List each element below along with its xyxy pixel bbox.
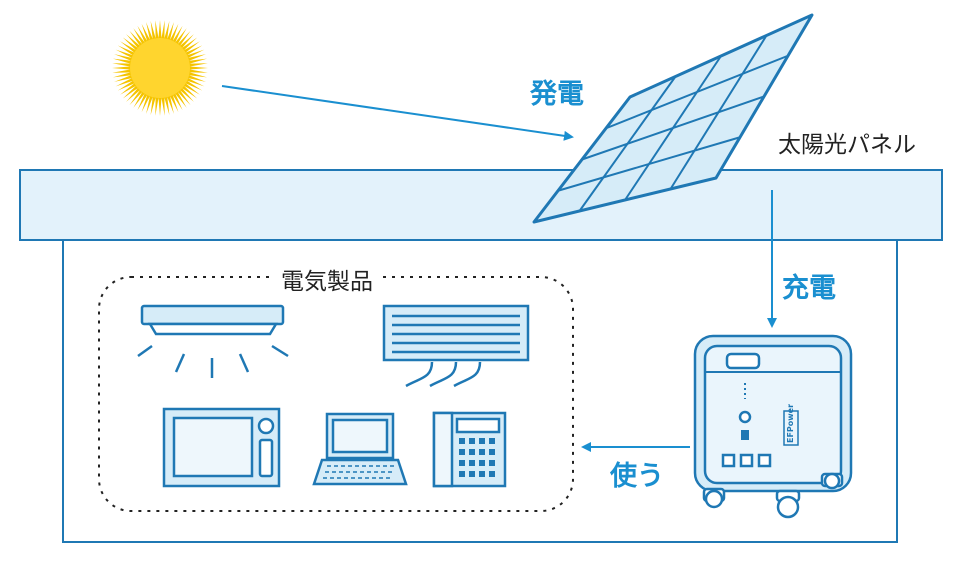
- charge-label: 充電: [782, 266, 836, 305]
- generate-label: 発電: [530, 72, 584, 111]
- sun-icon: [112, 20, 208, 116]
- power-station-brand: EFPower: [786, 404, 795, 443]
- laptop-icon: [314, 414, 406, 484]
- appliances-label: 電気製品: [275, 262, 379, 296]
- house-roof: [20, 170, 942, 240]
- generate-arrow: [222, 86, 572, 137]
- telephone-icon: [434, 413, 505, 486]
- use-label: 使う: [610, 454, 664, 493]
- portable-power-station-icon: EFPower: [695, 336, 851, 517]
- solar-panel-label: 太陽光パネル: [778, 125, 916, 159]
- microwave-icon: [164, 409, 279, 486]
